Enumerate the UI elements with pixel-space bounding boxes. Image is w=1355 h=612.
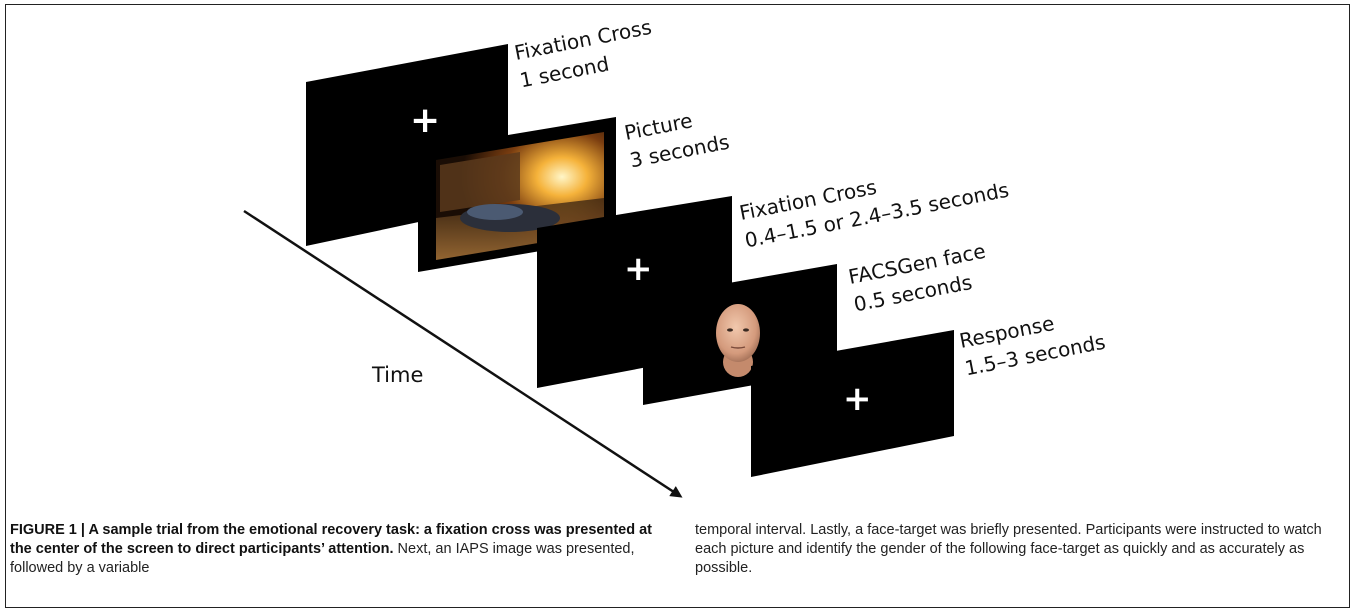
time-arrow (243, 209, 683, 498)
figure-border (5, 4, 1350, 608)
iaps-image-building (440, 152, 520, 212)
frame-label-picture: Picture 3 seconds (622, 108, 731, 172)
frame-label-response: Response 1.5–3 seconds (957, 311, 1107, 380)
frame-label-fixation-2: Fixation Cross 0.4–1.5 or 2.4–3.5 second… (737, 175, 1011, 253)
frame-response: + (751, 330, 954, 477)
face-eye (727, 328, 733, 332)
caption-text: temporal interval. Lastly, a face-target… (695, 522, 1322, 576)
caption-title: FIGURE 1 | A sample trial from the emoti… (10, 522, 652, 557)
time-label: Time (371, 363, 423, 387)
caption-column-right: temporal interval. Lastly, a face-target… (695, 521, 1340, 578)
frame-label-face: FACSGen face 0.5 seconds (846, 239, 987, 317)
fixation-cross-icon: + (843, 379, 872, 419)
fixation-cross-icon: + (410, 100, 440, 141)
caption-column-left: FIGURE 1 | A sample trial from the emoti… (10, 521, 655, 578)
frame-label-fixation-1: Fixation Cross 1 second (512, 15, 653, 93)
face-eye (743, 328, 749, 332)
caption-text: Next, an IAPS image was presented, follo… (10, 541, 635, 576)
face-head (716, 304, 760, 362)
iaps-image-wreck (467, 204, 523, 220)
face-mouth (730, 346, 746, 349)
frame-screen (751, 330, 954, 477)
figure-caption: FIGURE 1 | A sample trial from the emoti… (10, 521, 1340, 578)
trial-diagram: Time + + + Fixation Cross 1 second Pictu… (243, 15, 1107, 498)
fixation-cross-icon: + (624, 249, 653, 289)
